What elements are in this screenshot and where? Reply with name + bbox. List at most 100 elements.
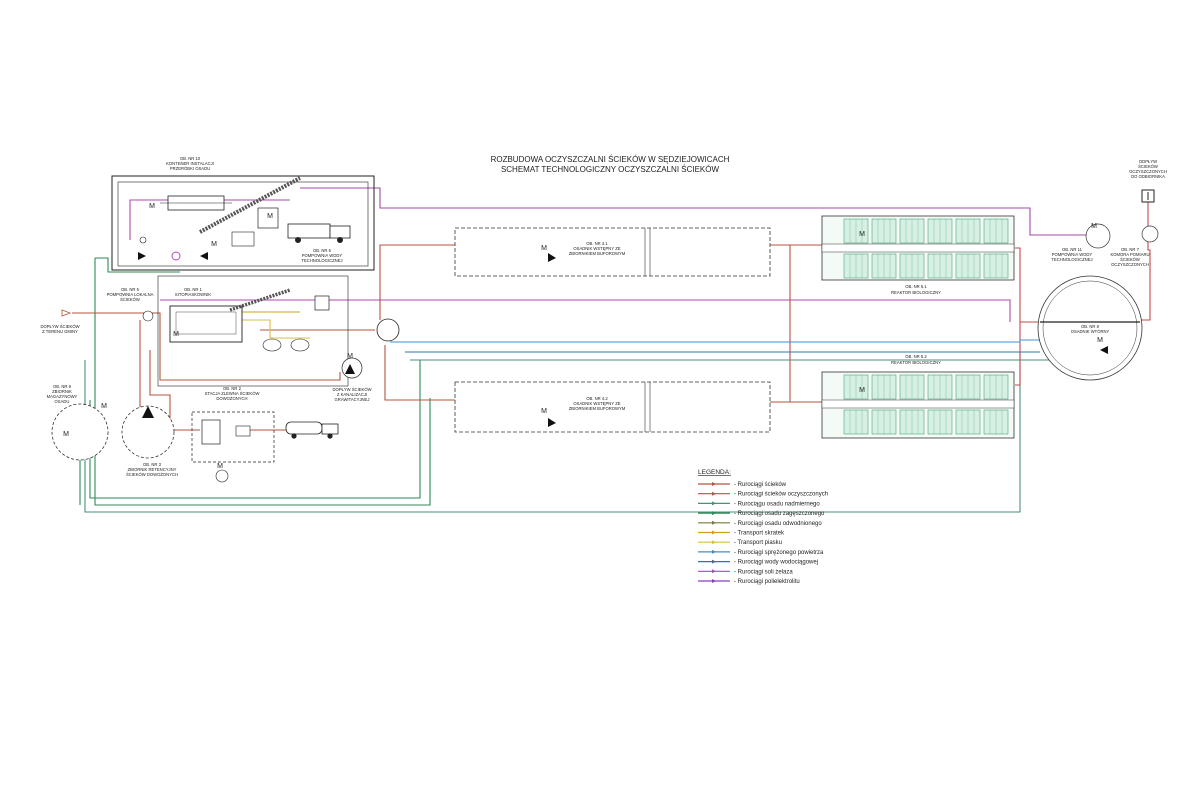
legend-item-label: - Rurociągi sprężonego powietrza [734, 550, 824, 556]
ob42-label-2: OSADNIK WSTĘPNY ZE [573, 401, 620, 406]
chamber-ob7: OB. NR 7 KOMORA POMIARU ŚCIEKÓW OCZYSZCZ… [1110, 225, 1159, 267]
legend-item-label: - Rurociągi soli żelaza [734, 569, 793, 575]
pump-icon-ob41 [548, 253, 556, 262]
ob42-label-1: OB. NR 4.2 [586, 396, 608, 401]
motor-icon: M [347, 353, 353, 360]
motor-icon: M [859, 231, 865, 238]
pump-icon-ob8 [1100, 346, 1108, 354]
pumpstation-ob11: OB. NR 11 POMPOWNIA WODY TECHNOLOGICZNEJ [1051, 223, 1111, 262]
reactor-ob52: OB. NR 5.2 REAKTOR BIOLOGICZNY [821, 354, 1015, 439]
ob3-label-3: ŚCIEKÓW DOWOŻONYCH [126, 472, 178, 477]
polyelectrolyte-pipe-top [300, 187, 1100, 236]
pipe-network [72, 187, 1151, 513]
ob9-label-2: ZBIORNIK [52, 389, 72, 394]
ob41-label-3: ZBIORNIKIEM BUFOROWYM [569, 251, 626, 256]
station-ob5-ob1: OB. NR 5 POMPOWNIA LOKALNA ŚCIEKÓW OB. N… [40, 275, 349, 387]
legend-title: LEGENDA: [698, 469, 731, 476]
ob7-label-2: KOMORA POMIARU [1110, 252, 1149, 257]
sewage-pipe-inlet [72, 312, 341, 381]
ob8-label-2: OSADNIK WTÓRNY [1071, 329, 1110, 334]
legend-arrow-icon [712, 501, 716, 506]
inlet2-label-1: DOPŁYW ŚCIEKÓW [332, 387, 371, 392]
ob1-label-1: OB. NR 1 [184, 287, 203, 292]
pump-icon-ob42 [548, 418, 556, 427]
inlet2-label-2: Z KANALIZACJI [337, 392, 367, 397]
legend-item-label: - Rurociągi polielektrolitu [734, 579, 800, 585]
ob11-label-3: TECHNOLOGICZNEJ [1051, 257, 1092, 262]
clarifier-ob8: OB. NR 8 OSADNIK WTÓRNY [1037, 275, 1143, 381]
legend-arrow-icon [712, 511, 716, 516]
motor-icon: M [101, 403, 107, 410]
tanker-wheel-1 [291, 433, 297, 439]
ob52-label-2: REAKTOR BIOLOGICZNY [891, 360, 941, 365]
ob9-label-1: OB. NR 9 [53, 384, 72, 389]
legend-item-label: - Rurociągi osadu zagęszczonego [734, 511, 825, 517]
station-ob2: OB. NR 2 STACJA ZLEWNA ŚCIEKÓW DOWOŻONYC… [191, 386, 339, 483]
motor-icon: M [1091, 223, 1097, 230]
gravity-inlet: DOPŁYW ŚCIEKÓW Z KANALIZACJI GRAWITACYJN… [332, 357, 372, 402]
legend-arrow-icon [712, 540, 716, 545]
legend-arrow-icon [712, 491, 716, 496]
settler-ob42-body [454, 381, 771, 433]
ob11-label-1: OB. NR 11 [1062, 247, 1083, 252]
settler-ob41-body [454, 227, 771, 277]
ob5-label-2: POMPOWNIA LOKALNA [107, 292, 154, 297]
inlet1-label-1: DOPŁYW ŚCIEKÓW [40, 324, 79, 329]
screenings-conveyor [229, 288, 291, 312]
tanker-truck-body [285, 421, 323, 435]
ob2-label-1: OB. NR 2 [223, 386, 242, 391]
ob2-label-3: DOWOŻONYCH [216, 396, 247, 401]
pump-icon-ob3 [142, 406, 154, 418]
clarifier-ob8-inner [1042, 280, 1138, 376]
sewage-pipe-down [384, 345, 455, 401]
treated-pipe-reactor2 [1015, 322, 1021, 386]
sieve-sand-trap-inner [175, 311, 237, 335]
legend-item-label: - Rurociągi osadu odwodnionego [734, 521, 822, 527]
ob7-label-1: OB. NR 7 [1121, 247, 1140, 252]
sand-container-1 [262, 338, 282, 352]
reactor-ob52-channel [821, 399, 1015, 409]
reactor-ob52-cells [843, 374, 1009, 435]
motor-icon: M [541, 408, 547, 415]
pumpstation-ob11-body [1085, 223, 1111, 249]
polymer-unit-small [231, 231, 255, 247]
ob9-label-4: OSADU [55, 399, 70, 404]
ob7-label-4: OCZYSZCZONYCH [1111, 262, 1149, 267]
ob1-label-2: SITOPIASKOWNIK [175, 292, 211, 297]
ob52-label-1: OB. NR 5.2 [905, 354, 927, 359]
legend-item-label: - Rurociągi ścieków oczyszczonych [734, 492, 828, 498]
pump-icon-ob10-2 [200, 252, 208, 260]
motor-icon: M [1097, 337, 1103, 344]
pump-icon-ob10-1 [138, 252, 146, 260]
ob8-label-1: OB. NR 8 [1081, 324, 1100, 329]
sewage-pipe-up [379, 244, 455, 320]
outlet: ODPŁYW ŚCIEKÓW OCZYSZCZONYCH DO ODBIORNI… [1129, 159, 1167, 203]
sewage-pipe-retention [149, 350, 200, 431]
legend-arrow-icon [712, 530, 716, 535]
truck-ob6-body [287, 223, 331, 239]
treated-pipe-reactor1 [1015, 247, 1040, 323]
ob5-label-1: OB. NR 5 [121, 287, 140, 292]
station-ob2-meter [235, 425, 251, 437]
legend-arrow-icon [712, 520, 716, 525]
container-ob10-frame [111, 175, 375, 271]
tanker-wheel-2 [327, 433, 333, 439]
reactor-ob51-channel [821, 243, 1015, 253]
flowmeter-icon-ob10 [171, 251, 181, 261]
outlet-label-1: ODPŁYW [1139, 159, 1157, 164]
inlet-splitter-ob5 [142, 310, 154, 322]
motor-icon: M [173, 331, 179, 338]
tanker-truck-cab [321, 423, 339, 435]
inlet2-label-3: GRAWITACYJNEJ [335, 397, 370, 402]
outlet-label-3: OCZYSZCZONYCH [1129, 169, 1167, 174]
motor-icon: M [211, 241, 217, 248]
motor-icon: M [63, 431, 69, 438]
outlet-label-4: DO ODBIORNIKA [1131, 174, 1165, 179]
inlet1-label-2: Z TERENU GMINY [42, 329, 78, 334]
treated-pipe-out [1140, 200, 1151, 321]
iron-salt-pipe-box [129, 199, 290, 240]
motor-icon: M [217, 463, 223, 470]
ob10-label-1: OB. NR 10 [180, 156, 201, 161]
